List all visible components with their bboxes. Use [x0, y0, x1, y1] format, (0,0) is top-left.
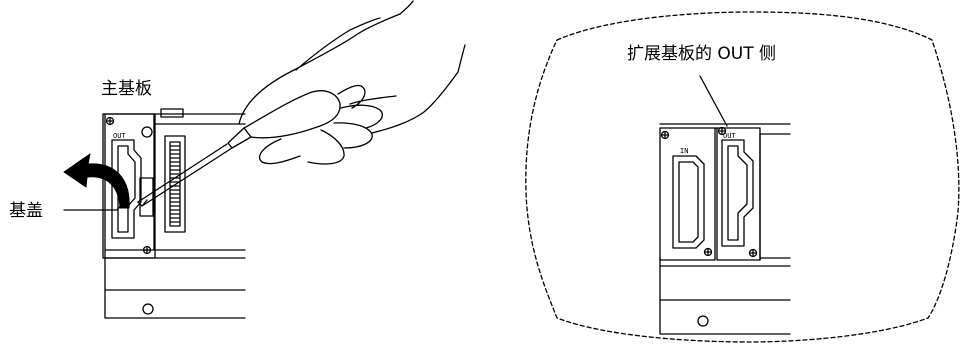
top-tab — [160, 108, 184, 118]
in-module-plate — [659, 127, 716, 261]
lower-housing — [104, 257, 246, 319]
main-board-label: 主基板 — [101, 79, 152, 99]
out-screw-top — [717, 126, 727, 136]
main-board-unit: OUT — [102, 108, 246, 319]
board-body — [104, 113, 246, 259]
detail-screw-hole — [697, 315, 709, 327]
plate-screw-top — [105, 116, 115, 126]
detail-board-unit: IN OUT — [659, 123, 791, 335]
detail-out-label: OUT — [723, 132, 736, 140]
in-screw-top — [660, 130, 670, 140]
hand-icon — [238, 0, 466, 165]
main-out-label: OUT — [113, 132, 126, 140]
detail-dashed-outline — [525, 11, 960, 343]
base-cover — [139, 177, 154, 217]
out-side-leader — [699, 75, 728, 127]
plate-screw-bottom — [142, 245, 152, 255]
screwdriver-icon — [137, 90, 341, 207]
out-side-label: 扩展基板的 OUT 侧 — [627, 44, 777, 64]
base-cover-leader — [63, 202, 124, 211]
plate-round-hole — [141, 126, 153, 138]
detail-board-side — [714, 127, 791, 261]
detail-rail-upper — [659, 123, 791, 135]
prying-arrow-icon — [63, 153, 130, 209]
housing-screw-hole — [142, 303, 154, 315]
main-out-connector — [111, 139, 142, 239]
detail-in-label: IN — [680, 147, 688, 155]
main-board-plate — [102, 113, 156, 259]
in-connector — [672, 155, 705, 249]
base-cover-label: 基盖 — [9, 201, 43, 221]
in-screw-bottom — [703, 247, 713, 257]
detail-lower-housing — [659, 257, 791, 335]
out-screw-bottom — [748, 248, 758, 258]
detail-out-connector — [721, 139, 754, 247]
